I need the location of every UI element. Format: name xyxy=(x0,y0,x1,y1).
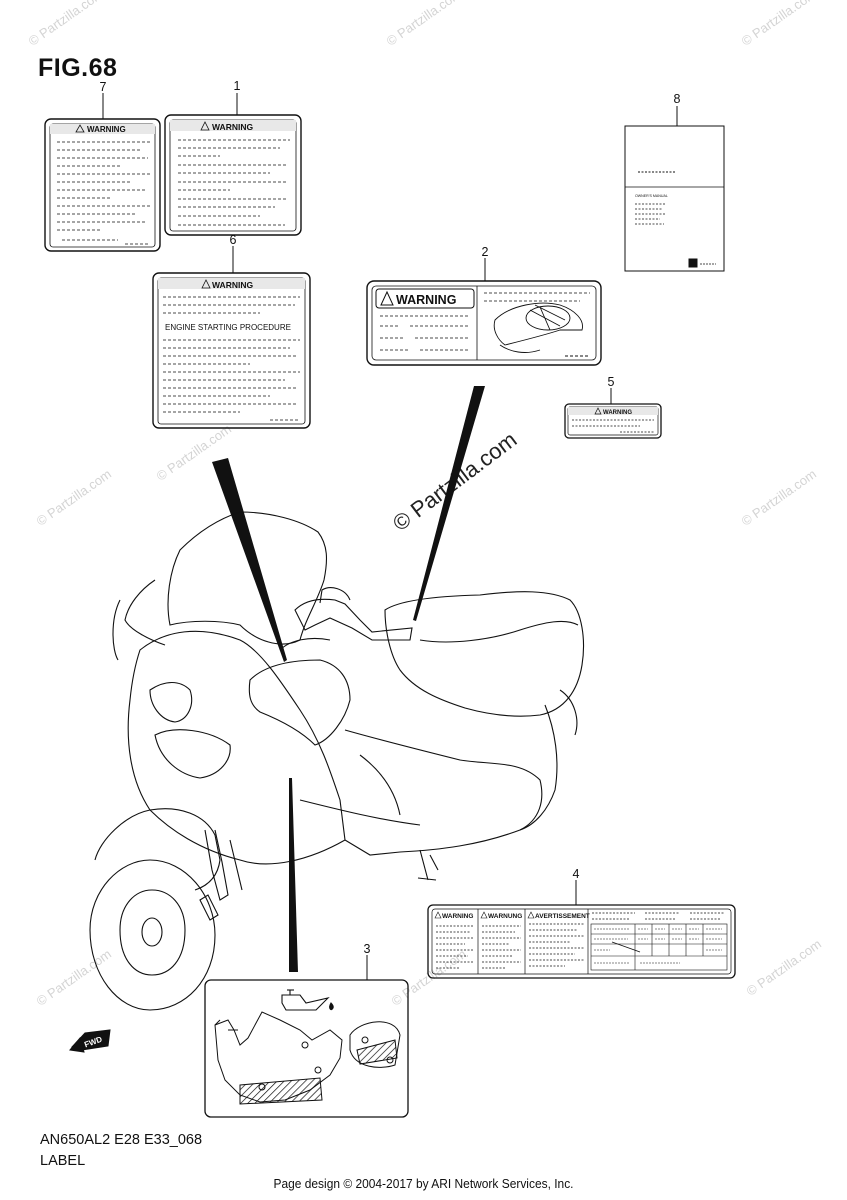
callout-2[interactable]: 2 xyxy=(482,245,489,259)
callout-3[interactable]: 3 xyxy=(364,942,371,956)
callout-numbers: 1 2 3 4 5 6 7 8 xyxy=(100,79,681,956)
warning-title-de: WARNUNG xyxy=(488,913,522,920)
text-lines xyxy=(57,141,150,245)
warning-triangle-icon xyxy=(434,911,442,919)
text-lines xyxy=(178,139,290,226)
text-lines xyxy=(380,292,590,351)
warning-triangle-icon xyxy=(200,121,210,131)
warning-title: WARNING xyxy=(87,125,126,134)
brand-logo-icon xyxy=(688,258,698,268)
warning-triangle-icon xyxy=(480,911,488,919)
callout-8[interactable]: 8 xyxy=(674,92,681,106)
label-inner xyxy=(169,119,297,232)
pointer-wedges xyxy=(212,386,485,972)
warning-band xyxy=(568,407,658,415)
label-8-owners-manual[interactable]: OWNER'S MANUAL xyxy=(624,106,725,272)
procedure-title: ENGINE STARTING PROCEDURE xyxy=(165,323,291,332)
motorcycle-illustration xyxy=(89,511,585,1011)
warning-title: WARNING xyxy=(603,410,632,416)
label-outline xyxy=(44,118,161,252)
text-lines xyxy=(635,203,666,225)
warning-triangle-icon xyxy=(594,407,602,415)
page-credit: Page design © 2004-2017 by ARI Network S… xyxy=(273,1176,574,1191)
spec-table xyxy=(590,923,728,971)
text-lines xyxy=(572,419,654,433)
callout-6[interactable]: 6 xyxy=(230,233,237,247)
label-outline xyxy=(564,403,662,439)
warning-band xyxy=(50,124,155,134)
table-text xyxy=(594,928,722,964)
figure-title: FIG.68 xyxy=(38,54,118,82)
label-6[interactable]: WARNING ENGINE STARTING PROCEDURE xyxy=(152,246,311,429)
warning-triangle-icon xyxy=(201,279,211,289)
diagram-code: AN650AL2 E28 E33_068 xyxy=(40,1132,203,1148)
label-outline xyxy=(164,114,302,236)
warning-band xyxy=(170,120,296,131)
label-4-multilingual[interactable]: WARNING WARNUNG AVERTISSEMENT xyxy=(427,880,736,979)
label-3-pictogram[interactable] xyxy=(204,955,409,1118)
label-inner xyxy=(431,908,732,975)
text-lines xyxy=(163,339,300,421)
text-lines xyxy=(163,296,300,314)
callout-5[interactable]: 5 xyxy=(608,375,615,389)
callout-4[interactable]: 4 xyxy=(573,867,580,881)
warning-band xyxy=(158,278,305,289)
callout-7[interactable]: 7 xyxy=(100,80,107,94)
engine-sketch xyxy=(214,1011,401,1105)
label-outline xyxy=(204,979,409,1118)
warning-title: WARNING xyxy=(212,280,253,290)
warning-triangle-icon xyxy=(75,124,85,133)
label-5[interactable]: WARNING xyxy=(564,388,662,439)
diagram-name: LABEL xyxy=(40,1153,86,1169)
label-inner xyxy=(157,277,306,425)
label-inner xyxy=(371,285,597,361)
warning-title-nl: WARNING xyxy=(442,913,473,920)
callout-1[interactable]: 1 xyxy=(234,79,241,93)
warning-title-fr: AVERTISSEMENT xyxy=(535,913,590,920)
label-outline xyxy=(427,904,736,979)
warning-title: WARNING xyxy=(396,293,456,307)
text-lines xyxy=(436,912,725,969)
warning-box xyxy=(375,288,475,309)
label-outline xyxy=(366,280,602,366)
label-2[interactable]: WARNING xyxy=(366,258,602,366)
motorcycle-pictogram xyxy=(493,302,590,357)
label-7[interactable]: WARNING xyxy=(44,93,161,252)
manual-cover xyxy=(624,125,725,272)
warning-triangle-icon xyxy=(527,911,535,919)
oil-can-icon xyxy=(281,989,334,1011)
label-inner xyxy=(49,123,156,248)
warning-title: WARNING xyxy=(212,122,253,132)
manual-title: OWNER'S MANUAL xyxy=(635,194,668,198)
label-outline xyxy=(152,272,311,429)
fwd-arrow-icon: FWD xyxy=(69,1029,111,1053)
warning-triangle-icon xyxy=(380,290,394,306)
label-1[interactable]: WARNING xyxy=(164,93,302,236)
